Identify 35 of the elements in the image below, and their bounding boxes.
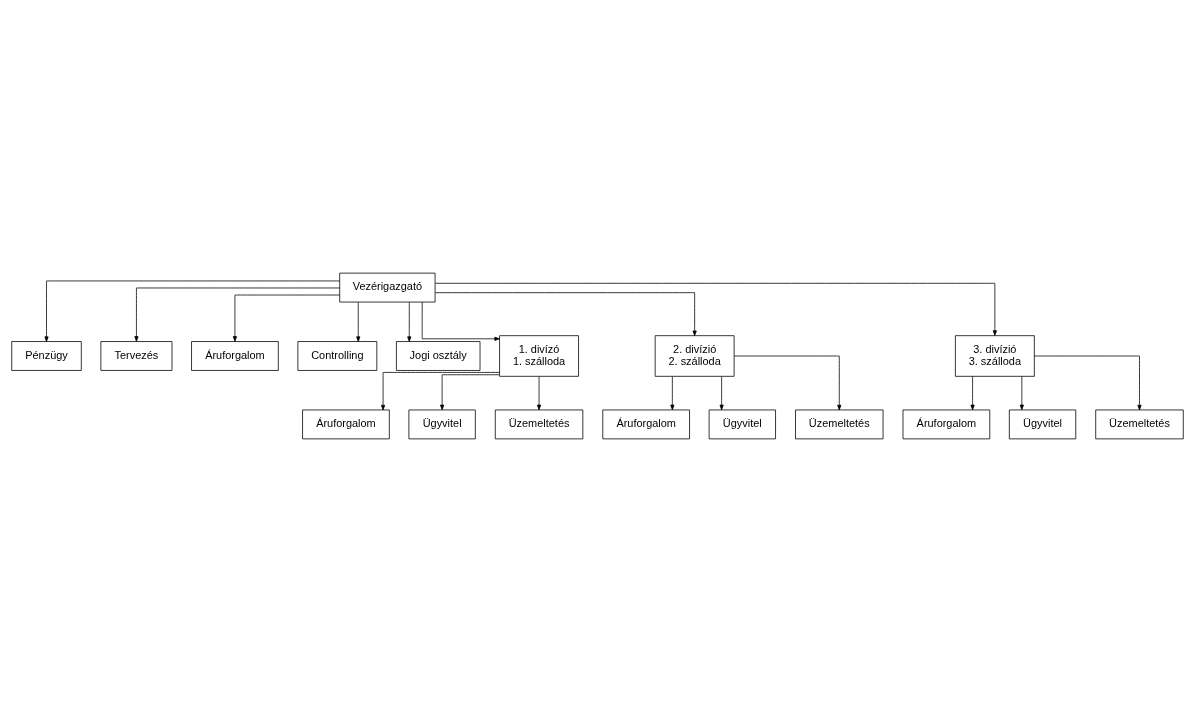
node-box: Áruforgalom <box>191 340 279 371</box>
node-box: Áruforgalom <box>302 409 390 439</box>
arrow <box>44 280 340 342</box>
arrow <box>407 301 412 342</box>
node-box: Jogi osztály <box>396 340 481 371</box>
arrow <box>356 301 361 342</box>
arrow <box>537 375 542 410</box>
arrow <box>670 375 675 410</box>
node-box: Üzemeltetés <box>1095 409 1184 439</box>
arrow <box>440 373 500 410</box>
node-box: Vezérigazgató <box>339 272 436 302</box>
node-box: Ügyvitel <box>1008 409 1077 439</box>
node-box: Áruforgalom <box>602 409 690 439</box>
arrow <box>134 287 340 342</box>
node-box: Ügyvitel <box>408 409 476 439</box>
arrow <box>434 282 997 336</box>
node-box: 3. divízió 3. szálloda <box>955 334 1035 377</box>
arrow <box>970 375 975 410</box>
node-box: Üzemeltetés <box>494 409 584 439</box>
arrow <box>435 291 697 336</box>
arrow <box>1019 375 1024 410</box>
arrow <box>719 375 724 410</box>
arrow <box>381 371 500 410</box>
node-box: Tervezés <box>100 340 173 371</box>
node-box: Üzemeltetés <box>795 409 884 439</box>
node-box: Pénzügy <box>11 340 82 371</box>
arrow <box>1034 355 1142 410</box>
node-box: Ügyvitel <box>708 409 776 439</box>
arrow <box>421 301 500 341</box>
node-box: 2. divízió 2. szálloda <box>654 334 735 377</box>
node-box: Controlling <box>297 340 378 371</box>
node-box: 1. divízó 1. szálloda <box>499 334 579 377</box>
node-box: Áruforgalom <box>902 409 991 439</box>
arrow <box>733 355 842 410</box>
arrow <box>232 294 340 342</box>
